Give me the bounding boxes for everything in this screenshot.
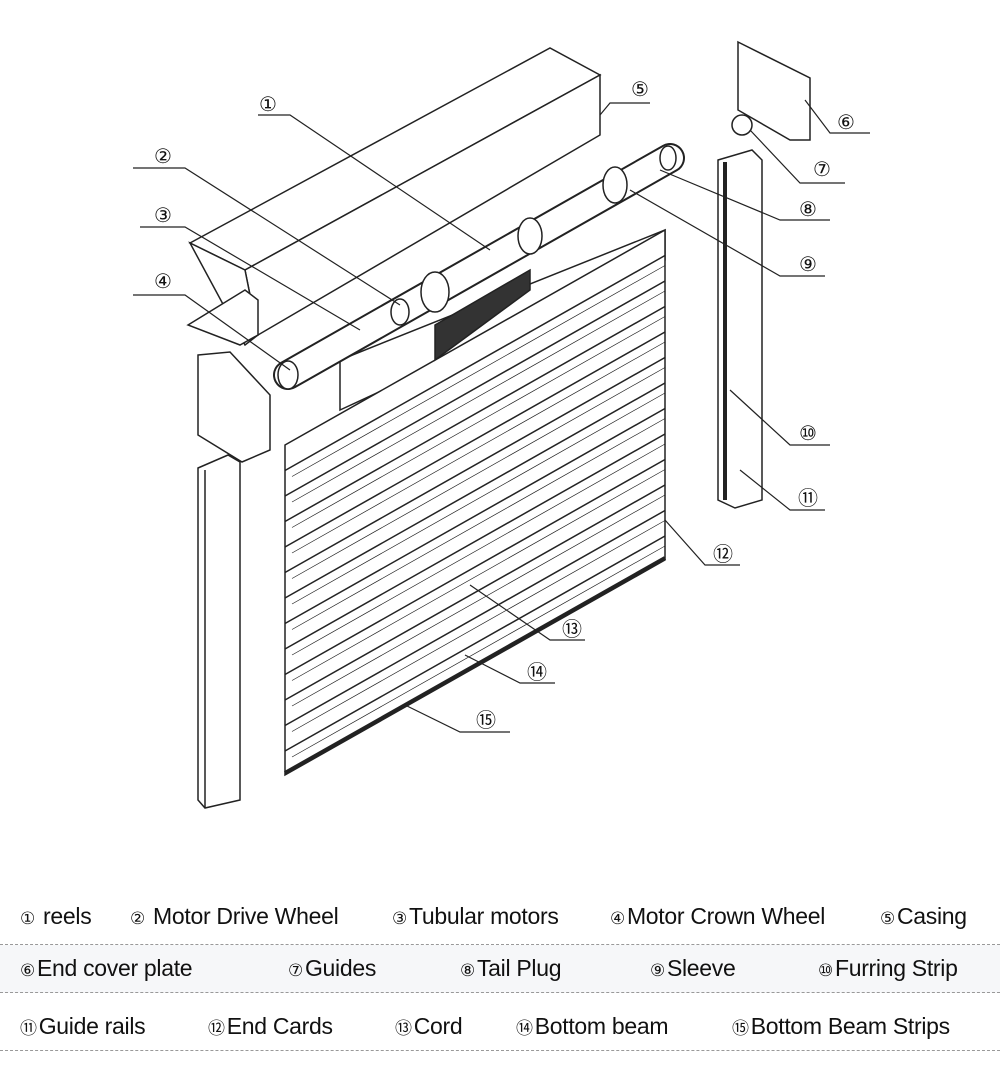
left-guide-rail bbox=[197, 454, 241, 809]
slat-line bbox=[291, 418, 666, 630]
legend-row-3: ⑪Guide rails ⑫End Cards ⑬Cord ⑭Bottom be… bbox=[0, 1003, 1000, 1051]
callout-8: ⑧ bbox=[799, 197, 817, 221]
left-end-cap bbox=[197, 351, 271, 463]
legend-item: ⑧Tail Plug bbox=[460, 955, 562, 981]
slat-line bbox=[284, 458, 666, 676]
slat-line bbox=[291, 443, 666, 656]
callout-2: ② bbox=[154, 144, 172, 168]
exploded-diagram: ① ② ③ ④ ⑤ ⑥ ⑦ ⑧ ⑨ ⑩ ⑪ ⑫ ⑬ ⑭ ⑮ bbox=[133, 40, 870, 809]
legend-item: ⑭Bottom beam bbox=[516, 1013, 669, 1039]
slat-line bbox=[291, 290, 666, 503]
slat-line bbox=[284, 433, 666, 650]
callout-9: ⑨ bbox=[799, 252, 817, 276]
legend-item: ④Motor Crown Wheel bbox=[610, 903, 826, 929]
slat-line bbox=[284, 484, 666, 701]
legend-row-1: ① reels ② Motor Drive Wheel ③Tubular mot… bbox=[0, 889, 1000, 945]
reel-shaft bbox=[273, 143, 685, 390]
slat-line bbox=[284, 407, 666, 625]
slat-line bbox=[291, 469, 666, 681]
bottom-beam-strip bbox=[284, 556, 666, 775]
slat-line bbox=[284, 254, 666, 472]
legend-item: ⑫End Cards bbox=[208, 1013, 333, 1039]
legend-row-2: ⑥End cover plate ⑦Guides ⑧Tail Plug ⑨Sle… bbox=[0, 945, 1000, 993]
legend-item: ⑦Guides bbox=[288, 955, 377, 981]
right-guide-rail bbox=[717, 149, 763, 509]
slat-line bbox=[291, 545, 666, 758]
callout-7: ⑦ bbox=[813, 157, 831, 181]
slat-line bbox=[291, 341, 666, 554]
legend-item: ⑮Bottom Beam Strips bbox=[732, 1013, 950, 1039]
slat-line bbox=[291, 494, 666, 707]
legend-item: ② Motor Drive Wheel bbox=[130, 903, 339, 929]
callout-4: ④ bbox=[154, 269, 172, 293]
legend-item: ⑪Guide rails bbox=[20, 1013, 146, 1039]
leader-lines bbox=[133, 99, 870, 733]
callout-14: ⑭ bbox=[527, 660, 547, 684]
slat-line bbox=[284, 331, 666, 548]
callout-3: ③ bbox=[154, 203, 172, 227]
callout-15: ⑮ bbox=[476, 708, 496, 732]
callout-11: ⑪ bbox=[798, 486, 818, 510]
slat-line bbox=[291, 520, 666, 732]
callout-1: ① bbox=[259, 92, 277, 116]
legend-item: ③Tubular motors bbox=[392, 903, 559, 929]
guide-wheel bbox=[731, 114, 753, 136]
callout-6: ⑥ bbox=[837, 110, 855, 134]
callout-10: ⑩ bbox=[799, 421, 817, 445]
callout-12: ⑫ bbox=[713, 542, 733, 566]
legend-item: ① reels bbox=[20, 903, 92, 929]
slat-line bbox=[284, 305, 666, 523]
callout-13: ⑬ bbox=[562, 617, 582, 641]
slat-line bbox=[291, 316, 666, 528]
slat-line bbox=[284, 356, 666, 574]
slat-line bbox=[291, 265, 666, 477]
legend-item: ⑩Furring Strip bbox=[818, 955, 958, 981]
slat-line bbox=[284, 509, 666, 727]
callout-5: ⑤ bbox=[631, 77, 649, 101]
legend-item: ⑤Casing bbox=[880, 903, 967, 929]
legend-item: ⑨Sleeve bbox=[650, 955, 736, 981]
slat-line bbox=[284, 535, 666, 752]
slat-line bbox=[291, 367, 666, 579]
legend-item: ⑥End cover plate bbox=[20, 955, 193, 981]
slat-line bbox=[284, 382, 666, 599]
legend-item: ⑬Cord bbox=[395, 1013, 463, 1039]
right-end-plate bbox=[737, 40, 811, 141]
slat-line bbox=[291, 392, 666, 605]
slat-line bbox=[284, 280, 666, 497]
